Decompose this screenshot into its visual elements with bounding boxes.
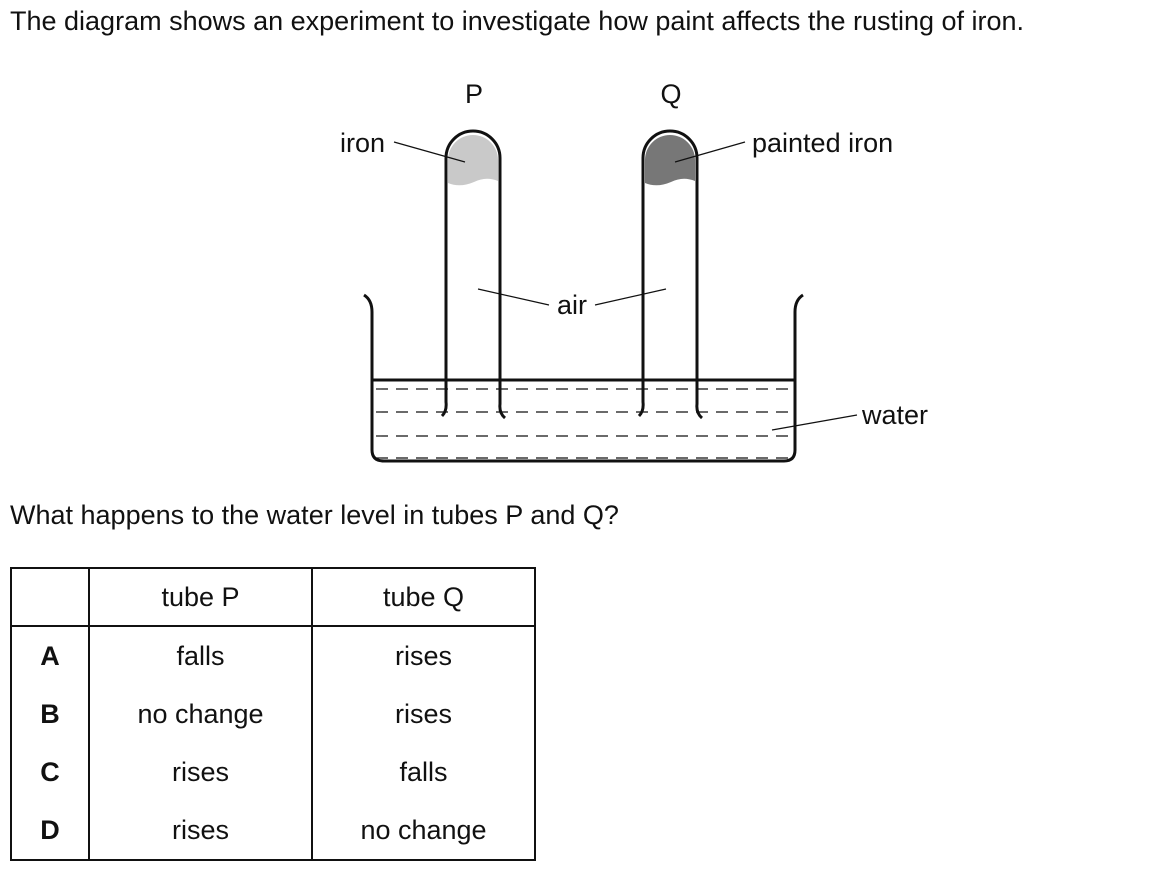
table-header-row: tube P tube Q xyxy=(10,568,536,627)
tube-q-label: Q xyxy=(660,79,681,109)
air-label: air xyxy=(557,290,587,320)
option-letter: C xyxy=(10,743,90,801)
header-cell-option xyxy=(10,568,90,627)
tube-p-label: P xyxy=(465,79,483,109)
painted-iron-sample xyxy=(645,135,695,186)
question-text: What happens to the water level in tubes… xyxy=(10,500,619,530)
tube-q-result: no change xyxy=(311,801,536,860)
rusting-experiment-diagram: P Q iron painted iron air water xyxy=(340,79,928,463)
iron-leader-line xyxy=(393,141,466,163)
tube-q-result: falls xyxy=(311,743,536,801)
air-leader-line-p xyxy=(477,288,550,306)
water-leader-line xyxy=(771,414,858,431)
tube-p xyxy=(440,129,507,420)
table-row: A falls rises xyxy=(10,626,536,685)
water-label: water xyxy=(861,400,928,430)
table-row: D rises no change xyxy=(10,801,536,860)
water-dashes xyxy=(376,388,790,459)
painted-iron-label: painted iron xyxy=(752,128,893,158)
tube-p-result: no change xyxy=(88,685,313,743)
answer-table: tube P tube Q A falls rises B no change … xyxy=(10,567,536,861)
table-row: B no change rises xyxy=(10,685,536,743)
option-letter: A xyxy=(10,626,90,685)
tube-q-result: rises xyxy=(311,626,536,685)
tube-p-result: falls xyxy=(88,626,313,685)
option-letter: D xyxy=(10,801,90,860)
header-cell-tube-q: tube Q xyxy=(311,568,536,627)
tube-q xyxy=(637,129,704,420)
intro-text: The diagram shows an experiment to inves… xyxy=(10,6,1025,36)
iron-label: iron xyxy=(340,128,385,158)
option-letter: B xyxy=(10,685,90,743)
air-leader-line-q xyxy=(594,288,667,306)
water-trough xyxy=(363,293,804,463)
tube-p-result: rises xyxy=(88,743,313,801)
tube-q-result: rises xyxy=(311,685,536,743)
iron-sample xyxy=(448,135,498,186)
painted-iron-leader-line xyxy=(674,141,746,163)
header-cell-tube-p: tube P xyxy=(88,568,313,627)
table-row: C rises falls xyxy=(10,743,536,801)
tube-p-result: rises xyxy=(88,801,313,860)
